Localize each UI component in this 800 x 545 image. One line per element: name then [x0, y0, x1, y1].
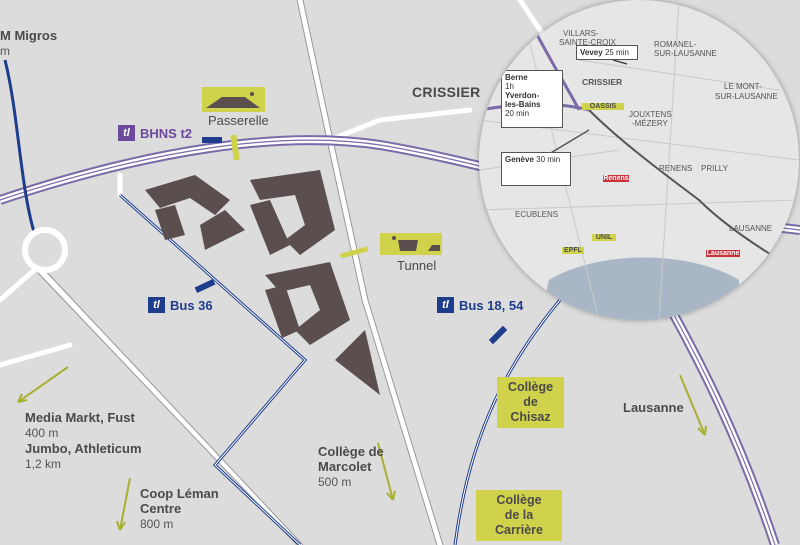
inset-lausanne-station: Lausanne	[706, 250, 740, 257]
inset-unil: UNIL	[592, 234, 616, 241]
inset-jouxtens-1: JOUXTENS	[629, 110, 672, 119]
geneve-name: Genève	[505, 155, 534, 164]
tl-logo: tl	[437, 297, 454, 313]
marcolet-distance: 500 m	[318, 475, 352, 489]
passerelle-marker	[230, 134, 240, 161]
bus-route-centerlines	[119, 194, 561, 545]
inset-jouxtens-2: -MÉZERY	[632, 119, 668, 128]
bus-stops	[194, 137, 508, 345]
inset-villars-2: SAINTE-CROIX	[559, 38, 616, 47]
yverdon-name-1: Yverdon-	[505, 91, 540, 100]
carriere-line-2: de la Carrière	[495, 508, 543, 537]
bus18-label: tl Bus 18, 54	[437, 297, 523, 313]
inset-epfl: EPFL	[562, 247, 584, 254]
chisaz-line-1: Collège	[507, 380, 554, 394]
inset-map: VILLARS- SAINTE-CROIX ROMANEL- SUR-LAUSA…	[479, 0, 799, 320]
crissier-label: CRISSIER	[412, 84, 481, 100]
berne-time: 1h	[505, 82, 514, 91]
buildings	[145, 170, 380, 395]
media-markt-label: Media Markt, Fust 400 m Jumbo, Athleticu…	[25, 410, 142, 472]
passerelle-pictogram	[202, 87, 265, 112]
vevey-time: 25 min	[604, 48, 629, 57]
inset-romanel-1: ROMANEL-	[654, 40, 697, 49]
highway-lausanne	[655, 287, 780, 545]
inset-ecublens: ECUBLENS	[515, 210, 559, 219]
jumbo-name: Jumbo, Athleticum	[25, 441, 142, 456]
inset-prilly: PRILLY	[701, 164, 728, 173]
bhns-text: BHNS t2	[140, 125, 193, 141]
tunnel-pictogram	[380, 233, 442, 255]
lake	[539, 257, 739, 320]
inset-villars-1: VILLARS-	[563, 29, 599, 38]
inset-renens: RENENS	[659, 164, 693, 173]
passerelle-label: Passerelle	[208, 113, 269, 128]
minor-roads	[0, 0, 563, 545]
bus-stop-18	[488, 325, 508, 345]
inset-renens-station: Renens	[603, 175, 629, 182]
inset-graphics	[479, 0, 799, 320]
bus18-text: Bus 18, 54	[459, 297, 524, 313]
roundabout	[22, 227, 68, 273]
carriere-line-1: Collège	[496, 493, 542, 507]
migros-distance: m	[0, 44, 10, 58]
tl-logo: tl	[118, 125, 135, 141]
coop-distance: 800 m	[140, 517, 174, 531]
bus36-label: tl Bus 36	[148, 297, 213, 313]
berne-name: Berne	[505, 73, 528, 82]
coop-name-2: Centre	[140, 501, 182, 516]
yverdon-time: 20 min	[505, 109, 530, 118]
inset-montsur-1: LE MONT-	[724, 82, 762, 91]
tunnel-label: Tunnel	[397, 258, 437, 273]
vevey-name: Vevey	[580, 48, 603, 57]
lausanne-label: Lausanne	[623, 400, 684, 415]
marcolet-name-1: Collège de	[318, 444, 384, 459]
inset-geneve-box: Genève 30 min	[501, 152, 571, 186]
geneve-time: 30 min	[536, 155, 561, 164]
bus-stop-36	[194, 279, 216, 293]
inset-vevey-box: Vevey 25 min	[576, 45, 638, 60]
bus36-text: Bus 36	[170, 297, 213, 313]
media-markt-distance: 400 m	[25, 426, 59, 440]
migros-name: M Migros	[0, 28, 58, 43]
coop-name-1: Coop Léman	[140, 486, 219, 501]
chisaz-line-2: de Chisaz	[510, 395, 551, 424]
inset-oassis: OASSIS	[582, 103, 624, 110]
media-markt-name: Media Markt, Fust	[25, 410, 135, 425]
inset-lausanne: LAUSANNE	[729, 224, 773, 233]
inset-crissier: CRISSIER	[582, 77, 623, 87]
direction-arrows	[17, 366, 707, 531]
marcolet-name-2: Marcolet	[318, 459, 372, 474]
inset-montsur-2: SUR-LAUSANNE	[715, 92, 778, 101]
tl-logo: tl	[148, 297, 165, 313]
tunnel-marker	[339, 246, 369, 259]
jumbo-distance: 1,2 km	[25, 457, 62, 471]
bhns-label: tl BHNS t2	[118, 125, 192, 141]
inset-romanel-2: SUR-LAUSANNE	[654, 49, 717, 58]
bus-stop-bhns	[202, 137, 222, 143]
yverdon-name-2: les-Bains	[505, 100, 541, 109]
